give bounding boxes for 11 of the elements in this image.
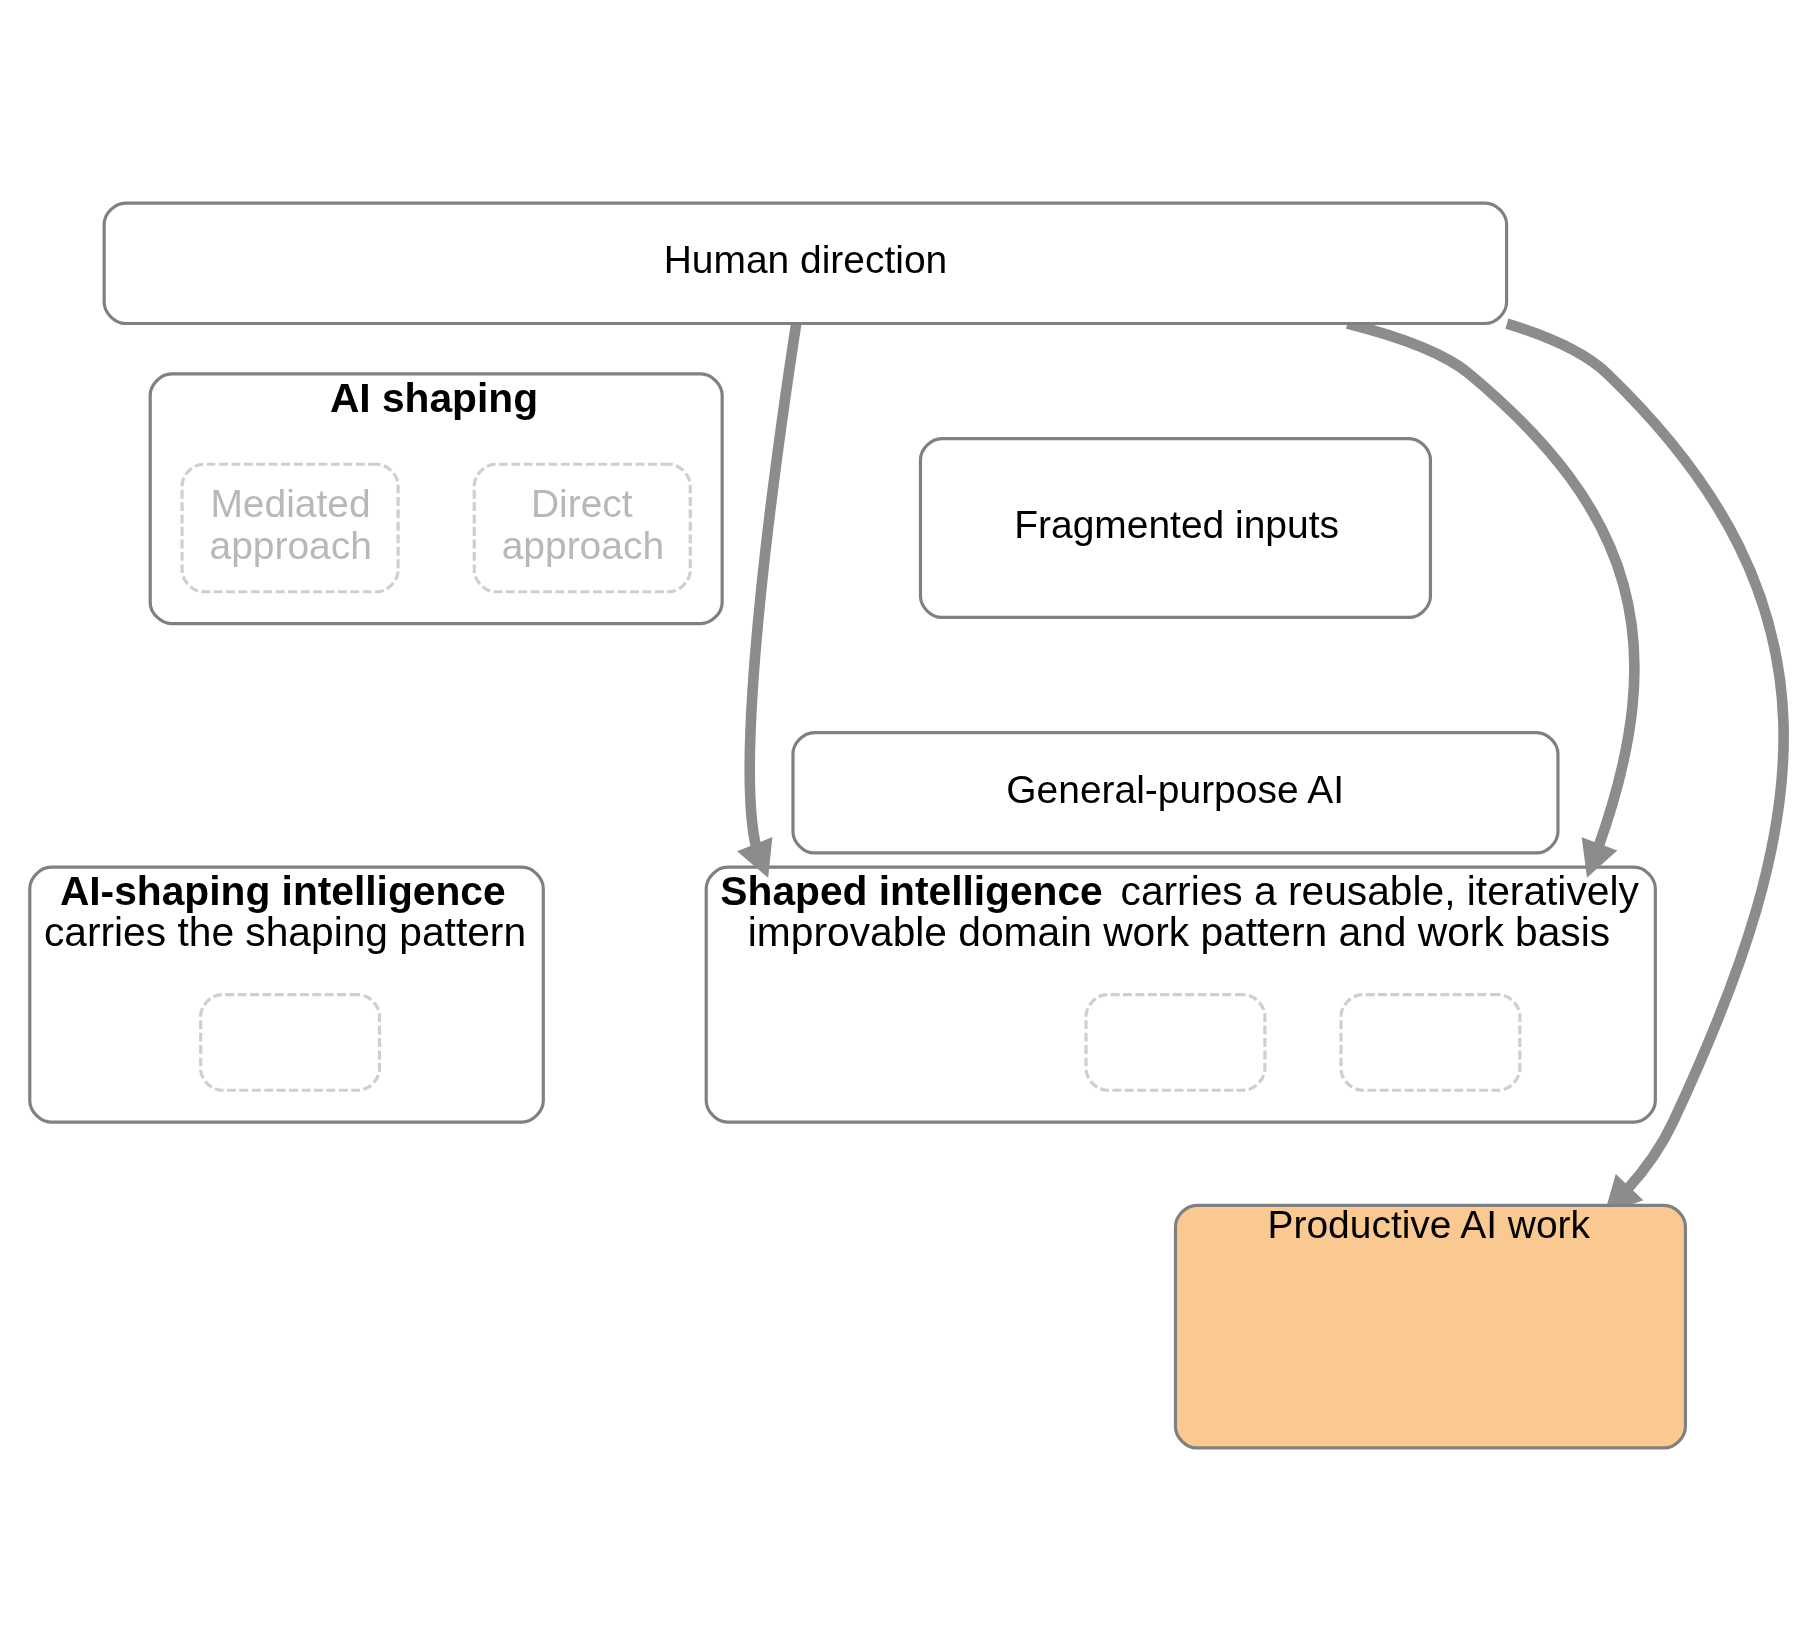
cluster: Shaped intelligence carries a reusable, iteratively improvable domain work pattern and work basis xyxy=(704,865,1657,1124)
node-box xyxy=(1339,992,1522,1092)
node-box: Productive AI work xyxy=(1173,1203,1688,1449)
node-box xyxy=(199,992,382,1092)
node-box: Fragmented inputs xyxy=(918,436,1433,619)
node-box xyxy=(1084,992,1267,1092)
node-box: General-purpose AI xyxy=(791,730,1560,855)
node-box: Direct approach xyxy=(472,462,692,593)
node-box: Mediated approach xyxy=(180,462,400,593)
cluster: AI-shaping intelligence carries the shaping pattern xyxy=(28,865,545,1124)
node-box: Human direction xyxy=(102,201,1509,325)
